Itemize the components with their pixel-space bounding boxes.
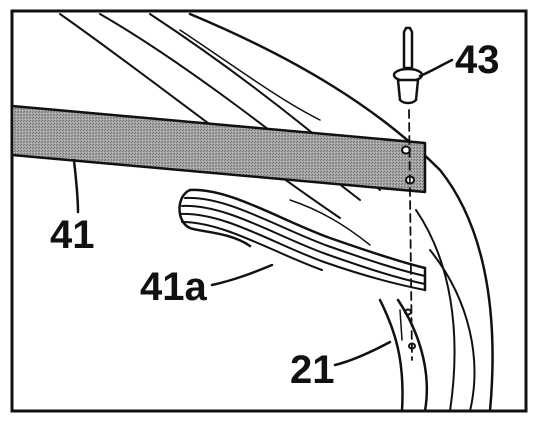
leader-21 (333, 340, 392, 367)
alignment-centerline (408, 109, 413, 361)
leader-41 (72, 158, 80, 214)
label-41a: 41a (140, 265, 207, 309)
part-41-strap (12, 104, 427, 194)
label-41: 41 (50, 213, 95, 257)
label-43: 43 (455, 38, 500, 82)
leader-41a (210, 263, 274, 287)
part-43-rivet (392, 26, 424, 105)
leader-43 (418, 58, 454, 78)
label-21: 21 (290, 348, 335, 392)
part-41a-folded-strap (178, 188, 427, 292)
